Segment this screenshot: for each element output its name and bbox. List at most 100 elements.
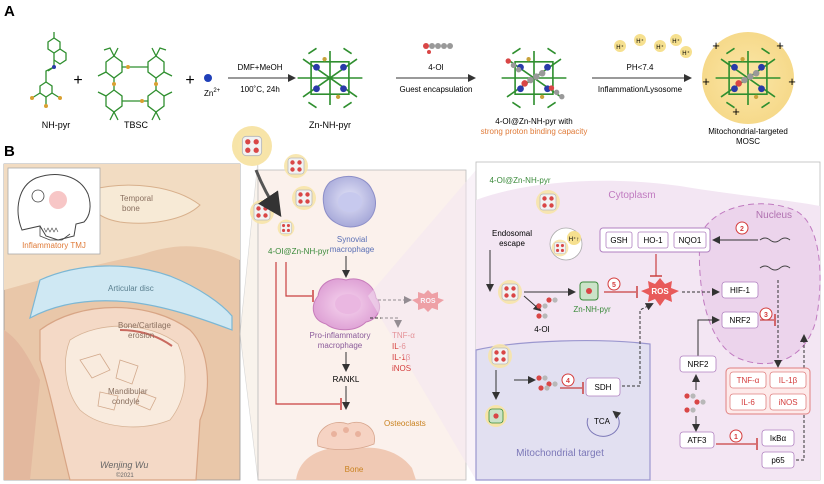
synthesis-solvent: DMF+MeOH	[237, 63, 282, 72]
articular-disc-label: Articular disc	[108, 284, 154, 293]
mito-particle-2	[485, 405, 507, 427]
particle-label-middle: 4-OI@Zn-NH-pyr	[268, 247, 329, 256]
endosomal-label-2: escape	[499, 239, 525, 248]
dna-icon-1	[759, 237, 791, 243]
step-2-number: 2	[740, 226, 744, 233]
step-1-number: 1	[734, 434, 738, 441]
gene-gsh: GSH	[610, 236, 628, 245]
synthesis-conditions: 100˚C, 24h	[240, 85, 280, 94]
temporal-bone-label-1: Temporal	[120, 194, 153, 203]
cytokine-middle-3: IL-1β	[392, 353, 411, 362]
step-3-number: 3	[764, 312, 768, 319]
sdh-label: SDH	[595, 383, 612, 392]
condyle-label-1: Mandibular	[108, 387, 148, 396]
atf3-box	[679, 431, 715, 449]
charge-plus-2: +	[776, 38, 784, 53]
panel-a-letter: A	[4, 3, 15, 20]
gene-nqo1: NQO1	[679, 236, 702, 245]
inflammatory-tmj-label: Inflammatory TMJ	[22, 241, 86, 250]
gene-ho1: HO-1	[643, 236, 663, 245]
nucleus-label: Nucleus	[756, 210, 792, 221]
zoom-wedge-cell	[368, 170, 476, 480]
zn-nh-pyr-framework	[296, 47, 364, 109]
cytokine-cell-4: iNOS	[778, 398, 797, 407]
tca-cycle-arrow	[586, 410, 622, 437]
tbsc-structure	[97, 47, 173, 121]
bone-block	[296, 447, 416, 480]
charge-plus-5: +	[732, 104, 740, 119]
mosc-framework	[714, 47, 782, 109]
inhibit-macrophage-line	[285, 262, 312, 297]
sdh-to-ros-arrow	[622, 303, 654, 387]
osteoclast-cells	[317, 421, 376, 450]
loaded-label-line2: strong proton binding capacity	[481, 127, 588, 136]
released-particle	[497, 279, 523, 305]
osteoclasts-label: Osteoclasts	[384, 419, 426, 428]
synovial-label-1: Synovial	[337, 235, 367, 244]
step-2-badge	[735, 221, 749, 235]
endosomal-label-1: Endosomal	[492, 229, 532, 238]
proton-1: H⁺	[616, 44, 624, 51]
nanoparticle-group-top	[232, 126, 317, 237]
ros-label-cell: ROS	[651, 287, 669, 296]
temporal-bone-label-2: bone	[122, 204, 140, 213]
rankl-label: RANKL	[333, 375, 360, 384]
skull-inset: Inflammatory TMJ	[7, 167, 101, 255]
activation-site: Inflammation/Lysosome	[598, 85, 683, 94]
step-4-badge	[561, 373, 575, 387]
cytoplasm-label: Cytoplasm	[608, 190, 655, 201]
proton-cluster: H⁺ H⁺ H⁺ H⁺ H⁺	[614, 34, 692, 58]
guest-label: 4-OI	[428, 63, 444, 72]
nrf2-cytoplasm-box	[679, 355, 717, 373]
ikba-box	[761, 429, 795, 447]
tca-label: TCA	[594, 417, 611, 426]
nrf2-cytoplasm-label: NRF2	[688, 360, 709, 369]
zinc-ion-dot	[204, 74, 212, 82]
panel-b-letter: B	[4, 143, 15, 160]
entering-particle	[535, 189, 561, 215]
delivery-arrow	[254, 169, 282, 217]
loaded-label-line1: 4-OI@Zn-NH-pyr with	[495, 117, 572, 126]
step-1-badge	[729, 429, 743, 443]
particle-label-cell: 4-OI@Zn-NH-pyr	[489, 176, 550, 185]
proton-3: H⁺	[656, 44, 664, 51]
p65-label: p65	[771, 456, 785, 465]
ikba-label: IκBα	[770, 434, 787, 443]
step-5-number: 5	[612, 282, 616, 289]
step-5-badge	[607, 277, 621, 291]
condyle-label-2: condyle	[112, 397, 140, 406]
p65-box	[761, 451, 795, 469]
mito-particle-1	[487, 343, 513, 369]
nrf2-nuclear-label: NRF2	[730, 316, 751, 325]
hif1-label: HIF-1	[730, 286, 751, 295]
ros-burst-cell	[641, 278, 679, 306]
plus-sign-1: +	[73, 72, 82, 89]
charge-plus-1: +	[712, 38, 720, 53]
cytokine-cell-2: IL-1β	[779, 376, 798, 385]
synovial-label-2: macrophage	[330, 245, 375, 254]
charge-plus-3: +	[702, 74, 710, 89]
sdh-box	[585, 377, 621, 397]
inhibit-rankl-line	[275, 262, 340, 405]
encapsulation-label: Guest encapsulation	[400, 85, 473, 94]
mosc-label-line2: MOSC	[736, 137, 760, 146]
macrophage-nucleus	[335, 294, 361, 314]
dna-icon-2	[759, 265, 791, 271]
cytokine-cell-3: IL-6	[741, 398, 755, 407]
nh-pyr-label: NH-pyr	[42, 120, 71, 130]
artist-year: ©2021	[116, 472, 134, 479]
carrier-label: Zn-NH-pyr	[573, 305, 611, 314]
charge-plus-4: +	[788, 74, 796, 89]
guest-molecule-icon	[423, 43, 453, 54]
erosion-label-1: Bone/Cartilage	[118, 321, 171, 330]
zn-nh-pyr-label: Zn-NH-pyr	[309, 120, 351, 130]
mito-target-label: Mitochondrial target	[516, 448, 604, 459]
bone-label: Bone	[345, 465, 364, 474]
hif1-box	[721, 281, 759, 299]
atf3-label: ATF3	[688, 436, 708, 445]
proton-5: H⁺	[682, 50, 690, 57]
proton-rise-label: H⁺↑	[569, 236, 580, 243]
pro-inflammatory-label-2: macrophage	[318, 341, 363, 350]
four-oi-label: 4-OI	[534, 325, 550, 334]
